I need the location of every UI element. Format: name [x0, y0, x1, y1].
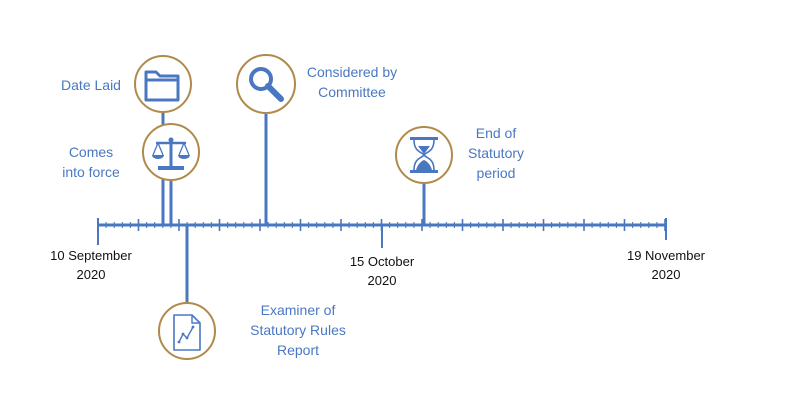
event-date-laid [134, 55, 192, 113]
label-line: Date Laid [61, 77, 121, 93]
date-line: 2020 [651, 267, 681, 282]
axis-date-end: 19 November 2020 [611, 246, 721, 284]
event-examiner-report [158, 302, 216, 360]
label-line: Examiner of [260, 302, 336, 318]
magnifier-icon [249, 67, 284, 102]
hourglass-icon [410, 137, 438, 173]
label-line: into force [62, 164, 120, 180]
date-line: 19 November [626, 248, 706, 263]
label-line: Comes [68, 144, 114, 160]
label-considered-by-committee: Considered by Committee [294, 62, 410, 102]
date-line: 15 October [349, 254, 415, 269]
event-considered-by-committee [236, 54, 296, 114]
event-end-of-statutory-period [395, 126, 453, 184]
scales-icon [152, 137, 190, 170]
label-line: Committee [318, 84, 386, 100]
label-examiner-report: Examiner of Statutory Rules Report [236, 300, 360, 360]
label-line: Statutory Rules [250, 322, 346, 338]
label-line: Report [276, 342, 320, 358]
label-line: Statutory [467, 145, 525, 161]
date-line: 2020 [367, 273, 397, 288]
event-comes-into-force [142, 123, 200, 181]
label-end-of-statutory-period: End of Statutory period [448, 123, 544, 183]
label-comes-into-force: Comes into force [46, 142, 136, 182]
label-line: Considered by [306, 64, 398, 80]
label-line: End of [475, 125, 517, 141]
date-line: 10 September [50, 248, 132, 263]
date-line: 2020 [76, 267, 106, 282]
report-chart-icon [173, 314, 201, 351]
label-date-laid: Date Laid [46, 75, 136, 95]
axis-date-mid: 15 October 2020 [332, 252, 432, 290]
axis-date-start: 10 September 2020 [36, 246, 146, 284]
folder-icon [144, 70, 180, 102]
label-line: period [476, 165, 516, 181]
